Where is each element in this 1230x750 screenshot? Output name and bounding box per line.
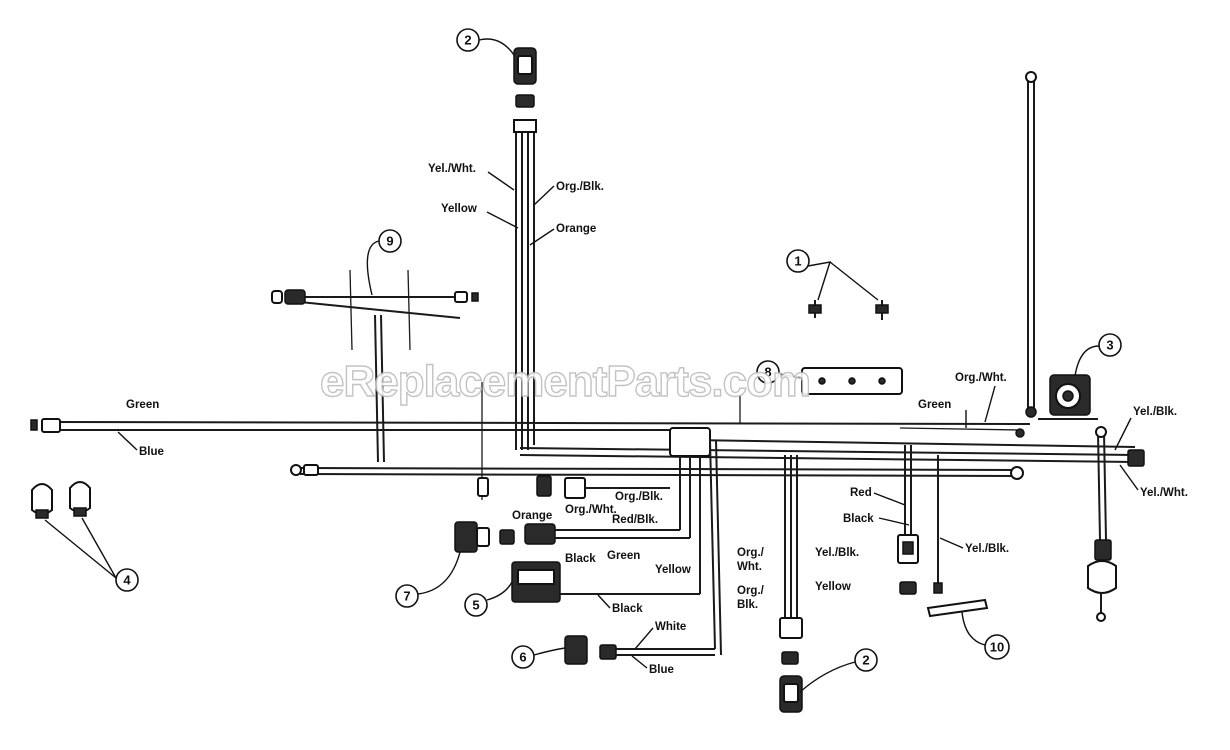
callout-10: 10 bbox=[990, 640, 1004, 655]
part-6-switch bbox=[564, 439, 722, 665]
callout-9: 9 bbox=[386, 234, 393, 249]
label-top-org-blk: Org./Blk. bbox=[556, 181, 604, 193]
label-top-yellow: Yellow bbox=[441, 203, 477, 215]
label-mid-orange: Orange bbox=[512, 510, 552, 522]
label-right-yel-blk2: Yel./Blk. bbox=[965, 543, 1009, 555]
main-harness bbox=[30, 125, 1145, 480]
label-left-blue: Blue bbox=[139, 446, 164, 458]
part-4-bulbs bbox=[31, 481, 91, 519]
label-right-green: Green bbox=[918, 399, 951, 411]
callout-8: 8 bbox=[764, 365, 771, 380]
left-connector bbox=[41, 418, 61, 433]
right-connector bbox=[1127, 449, 1145, 467]
part-1-screws bbox=[808, 300, 889, 320]
label-mid-red-blk: Red/Blk. bbox=[612, 514, 658, 526]
part-2-bottom-connector bbox=[779, 455, 803, 713]
callout-5: 5 bbox=[472, 598, 479, 613]
harness-junction bbox=[669, 427, 711, 457]
callouts: 1 2 2 3 4 5 6 7 8 9 bbox=[44, 28, 1122, 693]
label-mid-black2: Black bbox=[612, 603, 643, 615]
lower-harness-right-end bbox=[1010, 466, 1024, 480]
label-right-black: Black bbox=[843, 513, 874, 525]
watermark: eReplacementParts.com bbox=[320, 357, 810, 406]
label-mid-white: White bbox=[655, 621, 686, 633]
part-3-solenoid bbox=[1038, 374, 1098, 420]
callout-4: 4 bbox=[123, 573, 131, 588]
label-right-yel-wht: Yel./Wht. bbox=[1140, 487, 1188, 499]
label-right-red: Red bbox=[850, 487, 872, 499]
label-low-org-wht-a: Org./ bbox=[737, 547, 765, 559]
callout-6: 6 bbox=[519, 650, 526, 665]
label-mid-org-wht: Org./Wht. bbox=[565, 504, 617, 516]
middle-connectors bbox=[477, 382, 701, 594]
callout-2-top: 2 bbox=[464, 33, 471, 48]
callout-7: 7 bbox=[403, 589, 410, 604]
part-7-switch bbox=[454, 521, 515, 553]
left-terminal bbox=[30, 419, 38, 431]
label-top-orange: Orange bbox=[556, 223, 596, 235]
right-components bbox=[897, 426, 1117, 622]
label-right-org-wht: Org./Wht. bbox=[955, 372, 1007, 384]
label-right-yel-blk: Yel./Blk. bbox=[1133, 406, 1177, 418]
part-2-top-connector bbox=[513, 47, 537, 133]
part-5-module bbox=[511, 561, 700, 603]
ground-strap bbox=[1025, 71, 1037, 418]
lower-harness-end bbox=[290, 464, 302, 476]
part-8-module bbox=[739, 367, 903, 424]
label-mid-black: Black bbox=[565, 553, 596, 565]
label-left-green: Green bbox=[126, 399, 159, 411]
label-mid-blue: Blue bbox=[649, 664, 674, 676]
label-mid-org-blk: Org./Blk. bbox=[615, 491, 663, 503]
label-low-org-blk-b: Blk. bbox=[737, 599, 758, 611]
label-low-yel-blk: Yel./Blk. bbox=[815, 547, 859, 559]
label-mid-green: Green bbox=[607, 550, 640, 562]
part-9-headlight-harness bbox=[271, 269, 479, 463]
wire-labels: Yel./Wht. Org./Blk. Yellow Orange Green … bbox=[117, 163, 1188, 676]
label-low-yellow: Yellow bbox=[815, 581, 851, 593]
label-low-org-wht-b: Wht. bbox=[737, 561, 762, 573]
label-top-yel-wht: Yel./Wht. bbox=[428, 163, 476, 175]
label-mid-yellow: Yellow bbox=[655, 564, 691, 576]
callout-2-bottom: 2 bbox=[862, 653, 869, 668]
label-low-org-blk-a: Org./ bbox=[737, 585, 765, 597]
callout-1: 1 bbox=[794, 254, 801, 269]
callout-3: 3 bbox=[1106, 338, 1113, 353]
